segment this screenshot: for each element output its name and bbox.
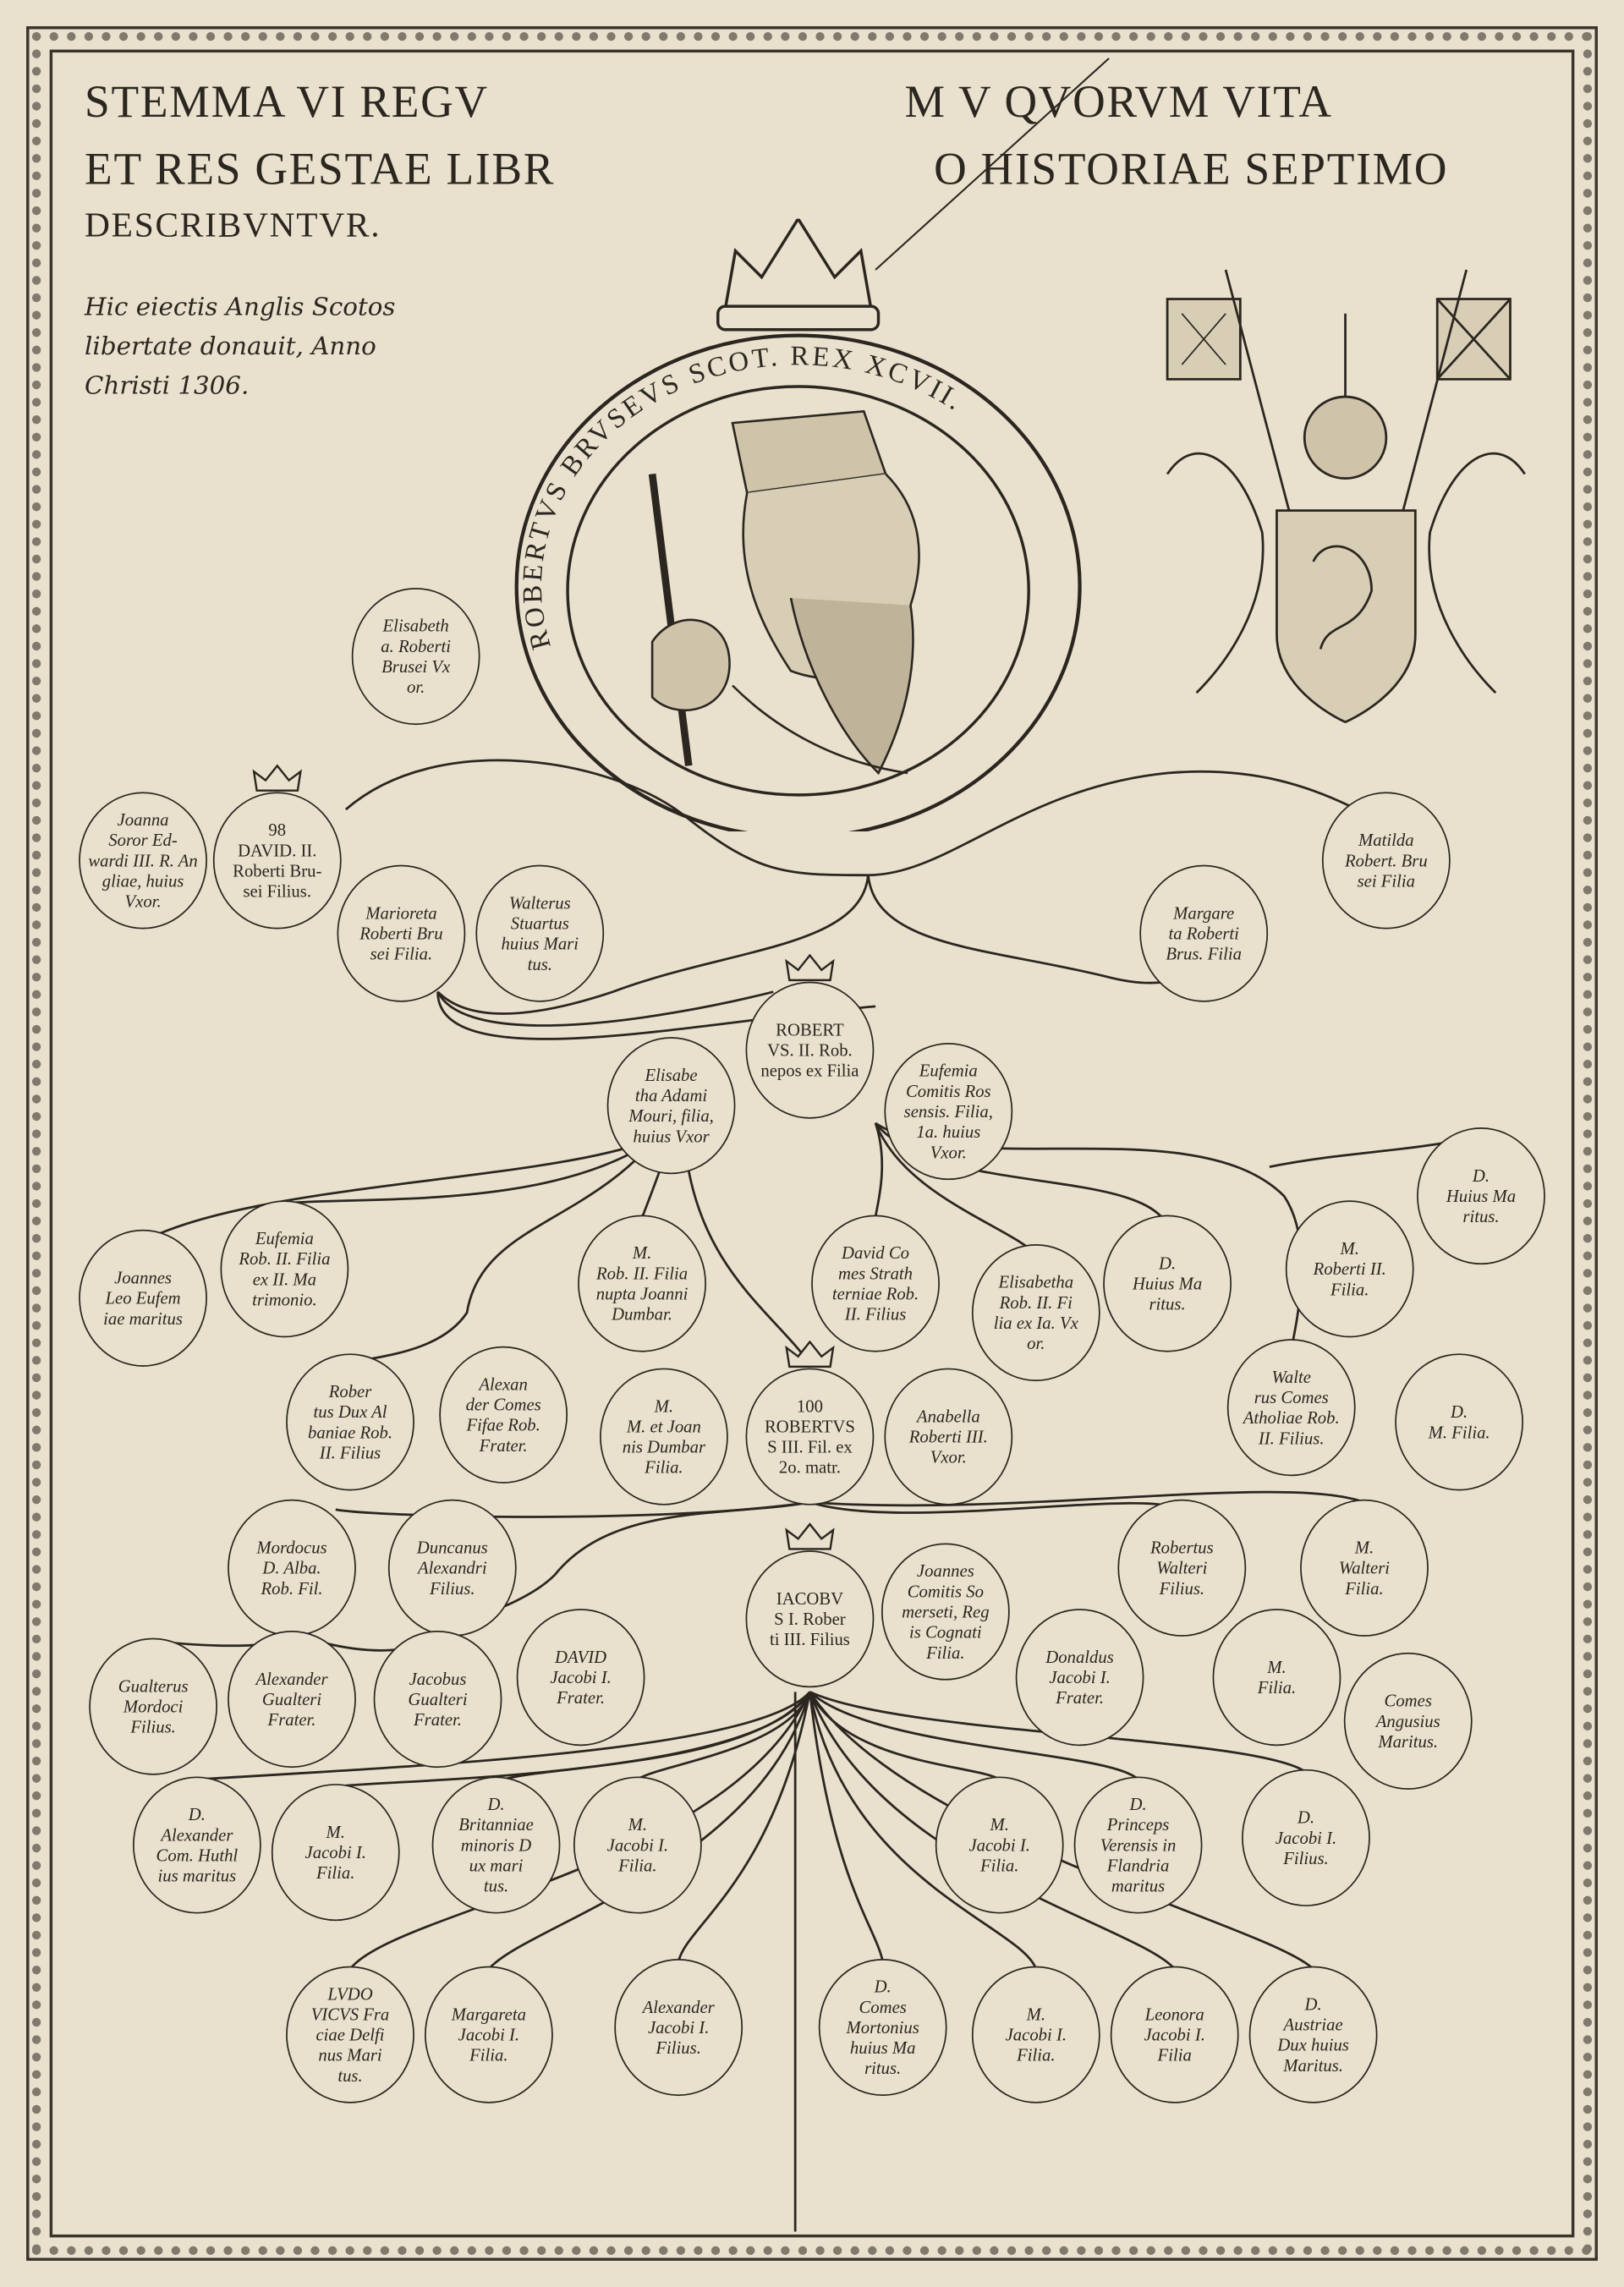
person-medallion: Joanna Soror Ed- wardi III. R. An gliae,… <box>79 792 207 930</box>
person-medallion: Duncanus Alexandri Filius. <box>387 1499 517 1637</box>
connector <box>436 990 774 1027</box>
person-medallion: M. Walteri Filia. <box>1300 1499 1429 1637</box>
crown-icon <box>785 953 835 982</box>
person-medallion: Eufemia Rob. II. Filia ex II. Ma trimoni… <box>220 1200 349 1338</box>
connector <box>145 1136 657 1242</box>
person-medallion: Marioreta Roberti Bru sei Filia. <box>337 864 466 1002</box>
person-medallion: M. Roberti II. Filia. <box>1285 1200 1414 1338</box>
title-line-2-left: ET RES GESTAE LIBR <box>85 143 556 195</box>
person-medallion: Joannes Leo Eufem iae maritus <box>79 1229 207 1367</box>
person-medallion: D. M. Filia. <box>1395 1353 1524 1491</box>
robert-bruce-medallion: ROBERTVS BRVSEVS SCOT. REX XCVII. <box>514 218 1082 831</box>
connector <box>284 1136 658 1205</box>
person-medallion: LVDO VICVS Fra ciae Delfi nus Mari tus. <box>286 1966 414 2103</box>
connector <box>637 1691 811 1781</box>
connector <box>349 1137 658 1365</box>
medallion-outer-ring <box>514 333 1082 831</box>
title-line-3: DESCRIBVNTVR. <box>85 206 381 245</box>
person-medallion: Matilda Robert. Bru sei Filia <box>1321 792 1451 930</box>
person-medallion: D. Britanniae minoris D ux mari tus. <box>431 1776 561 1914</box>
connector <box>809 1692 885 1962</box>
king-portrait-icon <box>648 409 920 776</box>
title-line-1-left: STEMMA VI REGV <box>85 75 489 128</box>
person-medallion: M. Jacobi I. Filia. <box>271 1784 400 1922</box>
pearl-border <box>31 31 1593 2256</box>
person-medallion: D. Princeps Verensis in Flandria maritus <box>1073 1776 1203 1914</box>
note-line: libertate donauit, Anno <box>85 332 376 362</box>
connector <box>874 1122 1037 1256</box>
person-medallion: Mordocus D. Alba. Rob. Fil. <box>228 1499 356 1637</box>
person-medallion: Anabella Roberti III. Vxor. <box>884 1368 1013 1505</box>
person-medallion: D. Austriae Dux huius Maritus. <box>1248 1966 1378 2103</box>
connector <box>348 1691 811 1970</box>
person-medallion: ROBERT VS. II. Rob. nepos ex Filia <box>745 981 875 1119</box>
person-medallion: 100 ROBERTVS S III. Fil. ex 2o. matr. <box>745 1368 875 1505</box>
connector <box>809 1691 1139 1780</box>
person-medallion: Elisabeth a. Roberti Brusei Vx or. <box>351 587 480 726</box>
note-line: Christi 1306. <box>85 371 250 402</box>
connector <box>436 875 870 1015</box>
connector <box>809 1490 1365 1507</box>
person-medallion: Alexan der Comes Fifae Rob. Frater. <box>439 1346 568 1484</box>
person-medallion: Walterus Stuartus huius Mari tus. <box>475 864 605 1002</box>
crown-icon <box>785 1340 835 1368</box>
person-medallion: Jacobus Gualteri Frater. <box>373 1630 502 1769</box>
connector <box>344 759 869 877</box>
side-note: Hic eiectis Anglis Scotos libertate dona… <box>85 288 395 407</box>
person-medallion: Elisabe tha Adami Mouri, filia, huius Vx… <box>606 1037 736 1175</box>
person-medallion: Walte rus Comes Atholiae Rob. II. Filius… <box>1226 1339 1356 1477</box>
title-line-2-right: O HISTORIAE SEPTIMO <box>934 143 1449 195</box>
crown-icon <box>252 764 303 792</box>
person-medallion: D. Jacobi I. Filius. <box>1242 1769 1370 1906</box>
connector <box>335 1500 810 1518</box>
person-medallion: IACOBV S I. Rober ti III. Filius <box>745 1550 875 1688</box>
person-medallion: D. Huius Ma ritus. <box>1417 1127 1545 1265</box>
person-medallion: Comes Angusius Maritus. <box>1343 1652 1473 1790</box>
person-medallion: Margare ta Roberti Brus. Filia <box>1139 864 1269 1002</box>
outer-border <box>26 26 1598 2261</box>
person-medallion: M. Jacobi I. Filia. <box>573 1776 702 1914</box>
person-medallion: DAVID Jacobi I. Frater. <box>516 1609 645 1747</box>
person-medallion: D. Comes Mortonius huius Ma ritus. <box>818 1959 947 2097</box>
person-medallion: M. M. et Joan nis Dumbar Filia. <box>600 1368 728 1505</box>
person-medallion: M. Jacobi I. Filia. <box>971 1966 1100 2103</box>
person-medallion: David Co mes Strath terniae Rob. II. Fil… <box>811 1215 940 1352</box>
coat-of-arms-icon <box>1166 269 1526 724</box>
connector <box>196 1691 811 1781</box>
medallion-crown-icon <box>716 218 881 332</box>
person-medallion: D. Huius Ma ritus. <box>1103 1215 1232 1352</box>
title-line-1-right: M V QVORVM VITA <box>904 75 1333 128</box>
connector <box>502 1691 811 1781</box>
person-medallion: M. Jacobi I. Filia. <box>935 1776 1064 1914</box>
person-medallion: Robertus Walteri Filius. <box>1117 1499 1247 1637</box>
connector <box>809 1692 1038 1970</box>
person-medallion: Alexander Gualteri Frater. <box>228 1630 356 1769</box>
person-medallion: Gualterus Mordoci Filius. <box>89 1637 218 1775</box>
note-line: Hic eiectis Anglis Scotos <box>85 293 396 323</box>
inner-border <box>49 49 1575 2238</box>
connector <box>868 770 1358 877</box>
person-medallion: M. Filia. <box>1212 1609 1341 1747</box>
guide-line <box>875 58 1110 271</box>
person-medallion: Joannes Comitis So merseti, Reg is Cogna… <box>881 1543 1010 1681</box>
person-medallion: Leonora Jacobi I. Filia <box>1110 1966 1239 2103</box>
person-medallion: 98 DAVID. II. Roberti Bru- sei Filius. <box>212 792 342 930</box>
person-medallion: Margareta Jacobi I. Filia. <box>425 1966 553 2103</box>
connector <box>874 1122 884 1219</box>
connector <box>809 1691 1001 1781</box>
person-medallion: Alexander Jacobi I. Filius. <box>614 1959 743 2097</box>
person-medallion: Rober tus Dux Al baniae Rob. II. Filius <box>286 1353 414 1491</box>
person-medallion: Elisabetha Rob. II. Fi lia ex Ia. Vx or. <box>971 1243 1100 1382</box>
medallion-inner-ring <box>566 385 1030 797</box>
connector <box>809 1500 1182 1514</box>
connector <box>684 1152 811 1365</box>
person-medallion: M. Rob. II. Filia nupta Joanni Dumbar. <box>578 1215 706 1352</box>
connector <box>677 1692 811 1962</box>
person-medallion: D. Alexander Com. Huthl ius maritus <box>132 1776 261 1914</box>
person-medallion: Eufemia Comitis Ros sensis. Filia, 1a. h… <box>884 1043 1013 1181</box>
person-medallion: Donaldus Jacobi I. Frater. <box>1015 1609 1144 1747</box>
crown-icon <box>785 1522 835 1550</box>
